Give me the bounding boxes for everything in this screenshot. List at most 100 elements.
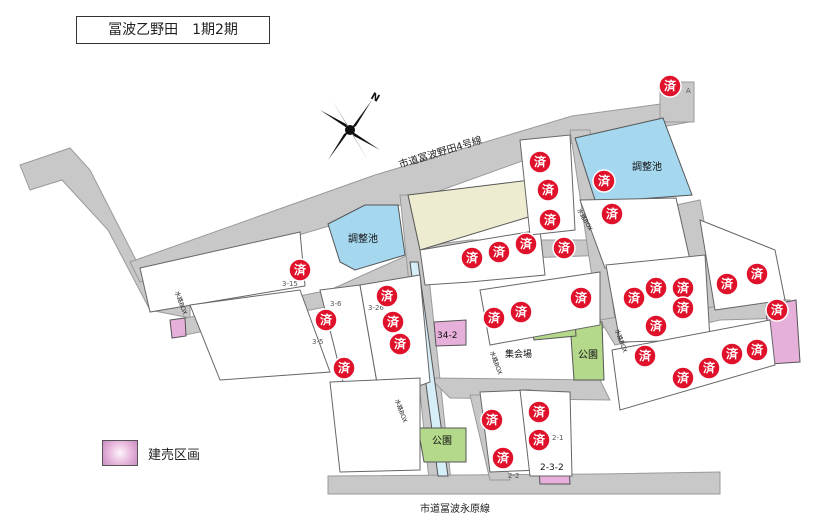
sold-marker-29 — [720, 342, 744, 366]
sold-marker-34 — [491, 446, 515, 470]
pond-west — [327, 204, 406, 271]
sold-marker-label-33: 済 — [533, 404, 546, 419]
lot-labels: A 3-15 3-6 3-5 3-26 2-2 2-1 — [282, 87, 691, 480]
park-south-label: 公園 — [432, 435, 452, 447]
sold-marker-10 — [288, 258, 312, 282]
sold-marker-label-14: 済 — [394, 336, 407, 351]
south-road-label: 市道冨波永原線 — [420, 502, 490, 515]
sold-marker-label-0: 済 — [664, 78, 677, 93]
sold-marker-label-9: 済 — [466, 250, 479, 265]
sold-marker-4 — [600, 202, 624, 226]
sold-marker-label-5: 済 — [544, 212, 557, 227]
lot-label-21: 2-1 — [552, 434, 563, 442]
pond-west-label: 調整池 — [348, 232, 378, 245]
sold-marker-11 — [375, 284, 399, 308]
lot-label-35: 3-5 — [312, 338, 323, 346]
sold-marker-13 — [314, 308, 338, 332]
sold-marker-label-29: 済 — [726, 346, 739, 361]
road-south-main — [327, 471, 721, 495]
sold-marker-9 — [460, 246, 484, 270]
svg-text:N: N — [369, 91, 382, 105]
sold-marker-1 — [528, 150, 552, 174]
sold-marker-20 — [644, 276, 668, 300]
sold-marker-label-20: 済 — [650, 280, 663, 295]
sold-marker-0 — [658, 74, 682, 98]
sold-marker-label-26: 済 — [677, 300, 690, 315]
sold-marker-label-16: 済 — [488, 310, 501, 325]
sold-marker-25 — [745, 262, 769, 286]
sold-marker-8 — [487, 240, 511, 264]
sold-marker-label-17: 済 — [515, 304, 528, 319]
sold-marker-23 — [633, 344, 657, 368]
sold-marker-label-10: 済 — [294, 262, 307, 277]
pink-lot-342 — [433, 319, 467, 347]
sold-marker-label-3: 済 — [598, 173, 611, 188]
sold-marker-label-13: 済 — [320, 312, 333, 327]
sold-marker-28 — [745, 338, 769, 362]
north-arrow-icon: N — [320, 91, 381, 160]
sold-marker-label-24: 済 — [721, 276, 734, 291]
sold-marker-label-30: 済 — [703, 360, 716, 375]
sold-marker-label-19: 済 — [628, 290, 641, 305]
sold-markers: 済済済済済済済済済済済済済済済済済済済済済済済済済済済済済済済済済済済済 — [288, 74, 789, 470]
sold-marker-12 — [381, 310, 405, 334]
sold-marker-label-27: 済 — [771, 302, 784, 317]
sold-marker-16 — [482, 306, 506, 330]
park-south — [417, 427, 467, 463]
sold-marker-label-2: 済 — [542, 182, 555, 197]
sold-marker-22 — [644, 314, 668, 338]
legend: 建売区画 — [102, 440, 200, 466]
sold-marker-17 — [509, 300, 533, 324]
park-east-label: 公園 — [578, 349, 598, 361]
sold-marker-33 — [527, 400, 551, 424]
lot-label-326: 3-26 — [368, 304, 384, 312]
sold-marker-label-23: 済 — [639, 348, 652, 363]
sold-marker-2 — [536, 178, 560, 202]
sold-marker-5 — [538, 208, 562, 232]
sold-marker-label-7: 済 — [558, 240, 571, 255]
sold-marker-label-8: 済 — [493, 244, 506, 259]
sold-marker-label-1: 済 — [534, 154, 547, 169]
sold-marker-26 — [671, 296, 695, 320]
sold-marker-label-31: 済 — [677, 370, 690, 385]
culvert-label-2: 水路BOX — [488, 350, 504, 376]
sold-marker-18 — [569, 286, 593, 310]
sold-marker-7 — [552, 236, 576, 260]
sold-marker-24 — [715, 272, 739, 296]
sold-marker-label-18: 済 — [575, 290, 588, 305]
sold-marker-30 — [697, 356, 721, 380]
sold-marker-label-28: 済 — [751, 342, 764, 357]
sold-marker-label-21: 済 — [677, 280, 690, 295]
sold-marker-label-25: 済 — [751, 266, 764, 281]
sold-marker-15 — [332, 356, 356, 380]
lot-label-232: 2-3-2 — [540, 463, 564, 473]
sold-marker-label-15: 済 — [338, 360, 351, 375]
lot-label-a: A — [686, 87, 691, 95]
sold-marker-label-22: 済 — [650, 318, 663, 333]
map-title: 冨波乙野田 1期2期 — [76, 16, 270, 44]
legend-label: 建売区画 — [148, 447, 201, 463]
sold-marker-label-34: 済 — [497, 450, 510, 465]
sold-marker-35 — [527, 428, 551, 452]
sold-marker-31 — [671, 366, 695, 390]
lot-label-342: 34-2 — [437, 331, 457, 341]
sold-marker-label-35: 済 — [533, 432, 546, 447]
sold-marker-6 — [514, 232, 538, 256]
pond-east-label: 調整池 — [632, 160, 662, 173]
sold-marker-label-32: 済 — [486, 412, 499, 427]
sold-marker-14 — [388, 332, 412, 356]
hall-label: 集会場 — [505, 348, 532, 360]
pink-lot-west — [169, 317, 187, 339]
lot-label-315: 3-15 — [282, 280, 298, 288]
lot-label-36: 3-6 — [330, 300, 342, 308]
sold-marker-32 — [480, 408, 504, 432]
sold-marker-27 — [765, 298, 789, 322]
sold-marker-label-6: 済 — [520, 236, 533, 251]
legend-swatch — [102, 440, 138, 466]
sold-marker-19 — [622, 286, 646, 310]
sold-marker-label-12: 済 — [387, 314, 400, 329]
sold-marker-3 — [592, 169, 616, 193]
sold-marker-label-11: 済 — [381, 288, 394, 303]
sold-marker-label-4: 済 — [606, 206, 619, 221]
